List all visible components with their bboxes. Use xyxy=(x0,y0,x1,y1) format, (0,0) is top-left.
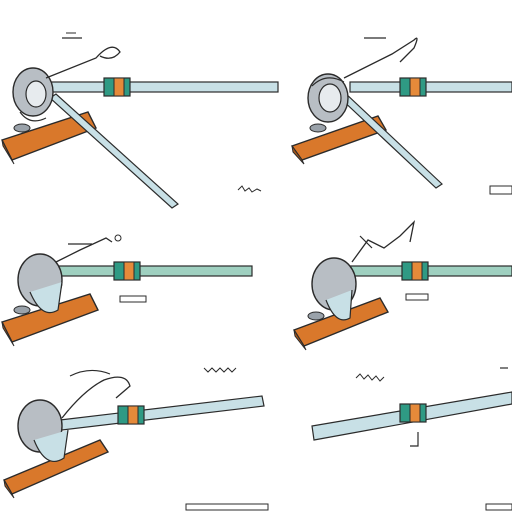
straight-tube xyxy=(349,77,512,97)
annotation-marks xyxy=(489,185,512,195)
bender-head xyxy=(307,257,357,321)
panel-2 xyxy=(290,37,512,195)
annotation-marks xyxy=(405,293,429,301)
panel-1 xyxy=(1,32,279,209)
annotation-marks xyxy=(355,367,512,511)
bender-head xyxy=(13,253,63,315)
wood-base xyxy=(1,111,97,165)
panel-4 xyxy=(292,220,512,351)
straight-tube xyxy=(349,261,512,281)
annotation-marks xyxy=(185,367,269,511)
diagonal-rod xyxy=(49,93,179,209)
lever-handle xyxy=(343,37,418,79)
wood-base xyxy=(290,115,388,165)
straight-tube xyxy=(49,77,279,97)
panel-5 xyxy=(2,367,269,511)
wood-base xyxy=(2,439,110,499)
panel-6 xyxy=(311,367,512,511)
bender-head xyxy=(12,67,54,133)
bender-head xyxy=(307,73,349,133)
lever-handle xyxy=(61,369,131,419)
bender-head xyxy=(17,399,69,462)
wood-base xyxy=(292,297,390,351)
lever-handle xyxy=(55,234,122,263)
panel-3 xyxy=(1,234,253,347)
annotation-marks xyxy=(119,295,147,303)
wood-base xyxy=(1,293,99,347)
annotation-marks xyxy=(237,185,262,193)
lever-handle xyxy=(351,220,416,263)
straight-tube xyxy=(59,395,265,431)
lever-handle xyxy=(45,32,121,79)
straight-tube xyxy=(53,261,253,281)
straight-tube xyxy=(311,391,512,441)
